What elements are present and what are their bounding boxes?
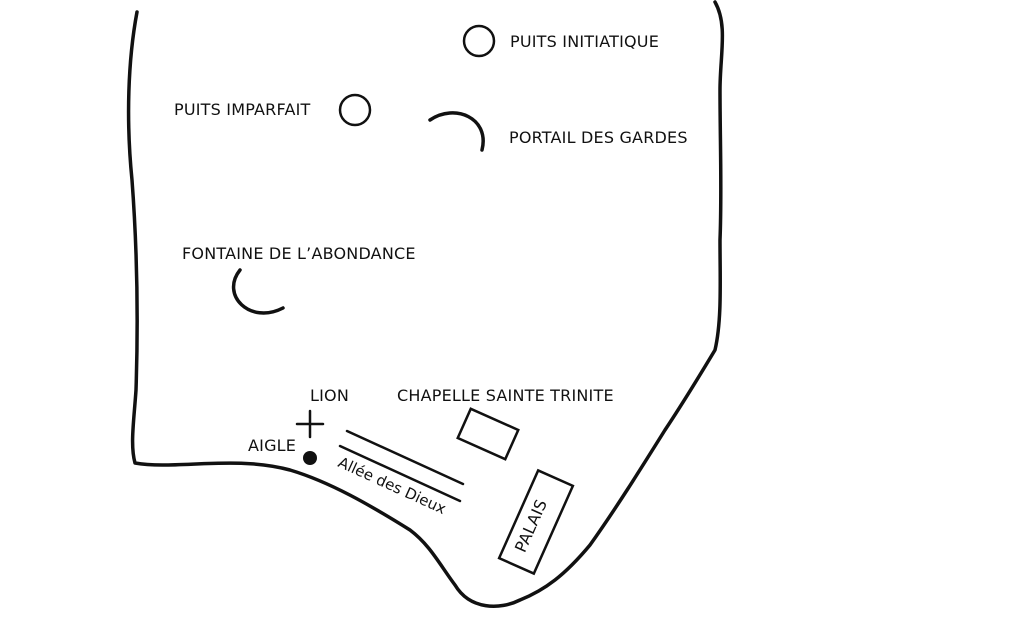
lion-cross-icon [295, 409, 325, 439]
fontaine-abondance-label: FONTAINE DE L’ABONDANCE [182, 244, 416, 263]
site-boundary [126, 0, 725, 608]
aigle-label: AIGLE [248, 436, 296, 455]
chapelle-label: CHAPELLE SAINTE TRINITE [397, 386, 614, 405]
palais-rectangle-icon [497, 468, 575, 576]
puits-imparfait-circle-icon [338, 93, 372, 127]
chapelle-rectangle-icon [456, 407, 520, 461]
fontaine-abondance-arc-icon [232, 268, 285, 315]
portail-des-gardes-label: PORTAIL DES GARDES [509, 128, 688, 147]
allee-line-top [345, 429, 465, 486]
lion-label: LION [310, 386, 349, 405]
aigle-dot-icon [303, 451, 317, 465]
allee-des-dieux-label: Allée des Dieux [335, 453, 449, 518]
puits-imparfait-label: PUITS IMPARFAIT [174, 100, 311, 119]
puits-initiatique-circle-icon [462, 24, 496, 58]
portail-des-gardes-arc-icon [428, 111, 485, 152]
allee-line-bottom [338, 444, 462, 503]
puits-initiatique-label: PUITS INITIATIQUE [510, 32, 659, 51]
